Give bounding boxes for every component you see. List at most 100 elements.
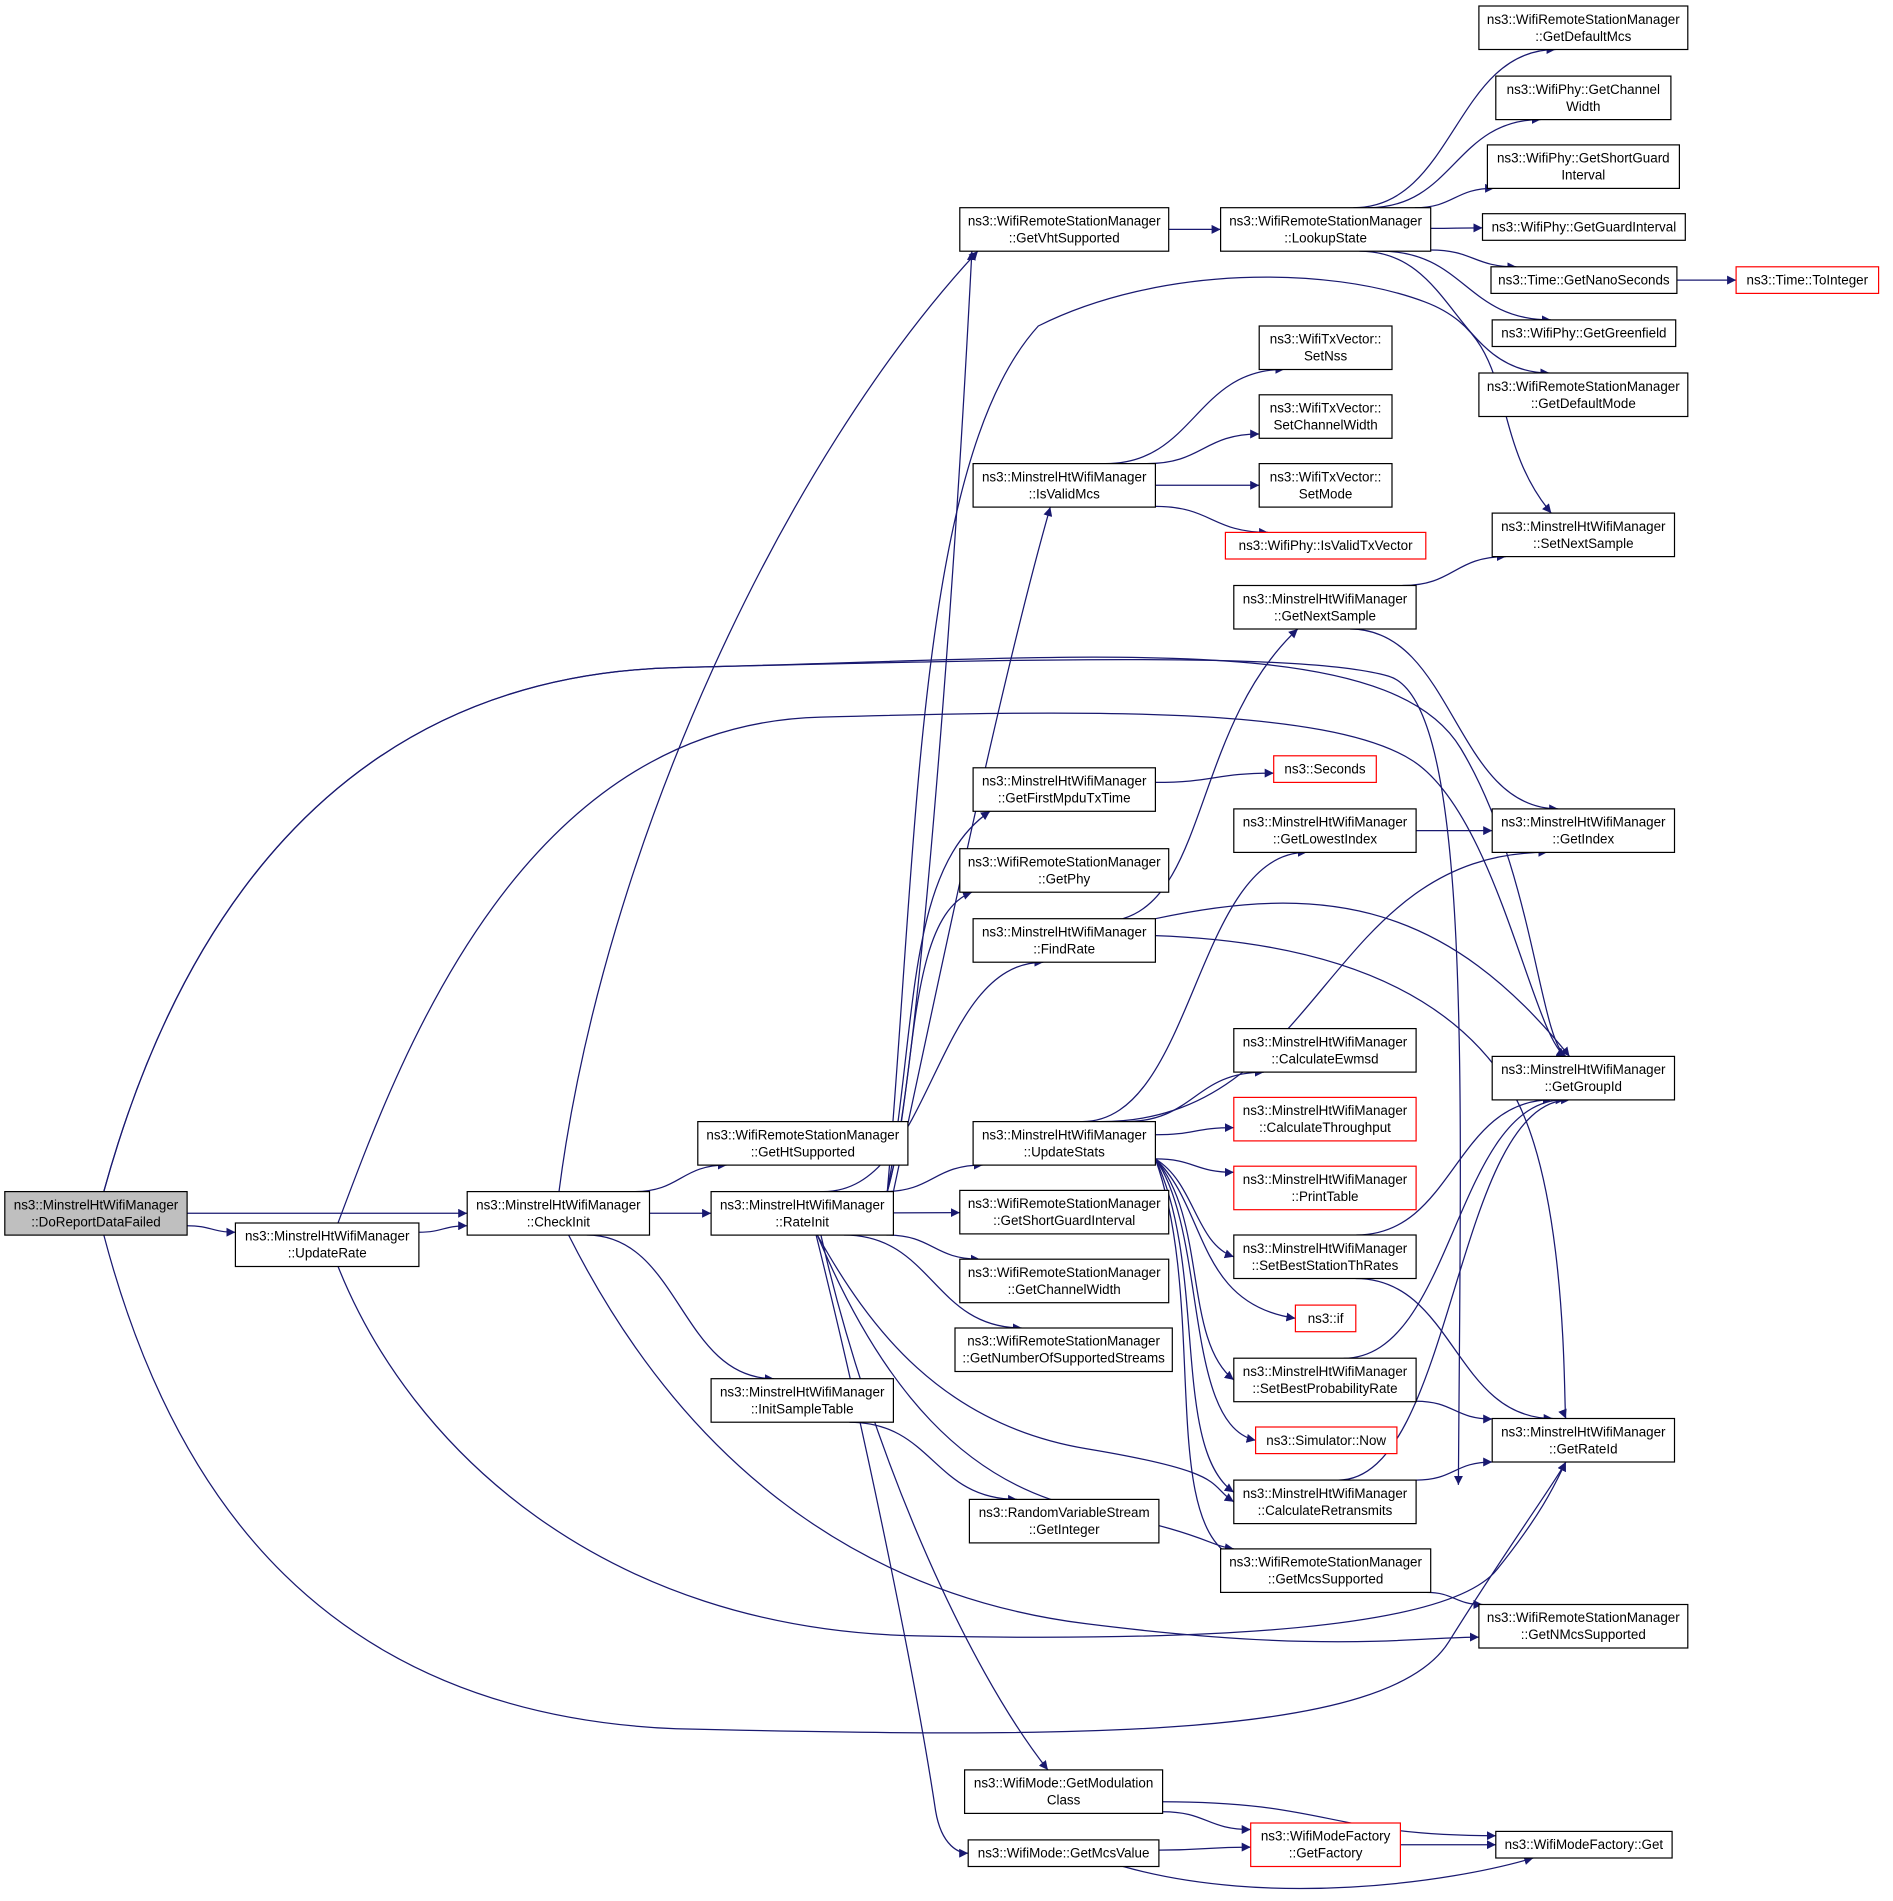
node-box[interactable] (1495, 75, 1672, 121)
node-box[interactable] (972, 1120, 1156, 1166)
node-box[interactable] (1478, 1603, 1689, 1649)
node-factget[interactable]: ns3::WifiModeFactory::Get (1495, 1830, 1673, 1859)
node-setmode[interactable]: ns3::WifiTxVector::SetMode (1258, 463, 1393, 508)
node-firstmpdu[interactable]: ns3::MinstrelHtWifiManager::GetFirstMpdu… (972, 767, 1156, 812)
node-checkinit[interactable]: ns3::MinstrelHtWifiManager::CheckInit (466, 1190, 651, 1236)
node-box[interactable] (1258, 325, 1393, 371)
node-box[interactable] (959, 207, 1170, 252)
node-box[interactable] (1478, 372, 1689, 418)
node-nsif[interactable]: ns3::if (1294, 1304, 1357, 1333)
node-printtable[interactable]: ns3::MinstrelHtWifiManager::PrintTable (1233, 1165, 1417, 1211)
node-box[interactable] (1481, 213, 1686, 241)
node-box[interactable] (1233, 1027, 1417, 1073)
node-box[interactable] (1490, 266, 1678, 294)
node-box[interactable] (234, 1222, 420, 1268)
node-box[interactable] (1219, 1548, 1432, 1594)
node-isvalidtx[interactable]: ns3::WifiPhy::IsValidTxVector (1224, 531, 1427, 560)
node-box[interactable] (972, 918, 1156, 963)
node-setbestth[interactable]: ns3::MinstrelHtWifiManager::SetBestStati… (1233, 1234, 1417, 1280)
node-nmcssup[interactable]: ns3::WifiRemoteStationManager::GetNMcsSu… (1478, 1603, 1689, 1649)
node-box[interactable] (1491, 1417, 1676, 1463)
node-box[interactable] (4, 1190, 188, 1236)
node-box[interactable] (1219, 207, 1432, 252)
node-updstats[interactable]: ns3::MinstrelHtWifiManager::UpdateStats (972, 1120, 1156, 1166)
node-sgi[interactable]: ns3::WifiPhy::GetShortGuardInterval (1486, 144, 1681, 189)
node-getindex[interactable]: ns3::MinstrelHtWifiManager::GetIndex (1491, 808, 1676, 854)
node-getsgi[interactable]: ns3::WifiRemoteStationManager::GetShortG… (959, 1189, 1170, 1235)
node-box[interactable] (967, 1839, 1160, 1868)
node-box[interactable] (1250, 1822, 1401, 1868)
node-lowest[interactable]: ns3::MinstrelHtWifiManager::GetLowestInd… (1233, 808, 1417, 854)
node-box[interactable] (1491, 319, 1677, 348)
node-box[interactable] (1495, 1830, 1673, 1859)
node-box[interactable] (1491, 1055, 1676, 1101)
node-setnext[interactable]: ns3::MinstrelHtWifiManager::SetNextSampl… (1491, 512, 1676, 558)
node-ewmsd[interactable]: ns3::MinstrelHtWifiManager::CalculateEwm… (1233, 1027, 1417, 1073)
node-rateinit[interactable]: ns3::MinstrelHtWifiManager::RateInit (710, 1190, 894, 1236)
node-gi[interactable]: ns3::WifiPhy::GetGuardInterval (1481, 213, 1686, 241)
node-box[interactable] (1486, 144, 1681, 189)
node-box[interactable] (954, 1327, 1173, 1373)
node-box[interactable] (1273, 755, 1377, 783)
node-rvsint[interactable]: ns3::RandomVariableStream::GetInteger (968, 1498, 1160, 1544)
node-getphy[interactable]: ns3::WifiRemoteStationManager::GetPhy (959, 848, 1170, 893)
node-setcw[interactable]: ns3::WifiTxVector::SetChannelWidth (1258, 394, 1393, 439)
node-box[interactable] (710, 1378, 894, 1423)
node-box[interactable] (1478, 5, 1689, 51)
node-htsup[interactable]: ns3::WifiRemoteStationManager::GetHtSupp… (697, 1120, 909, 1166)
node-getcw[interactable]: ns3::WifiRemoteStationManager::GetChanne… (959, 1258, 1170, 1304)
node-box[interactable] (959, 848, 1170, 893)
node-box[interactable] (959, 1189, 1170, 1235)
node-box[interactable] (1233, 808, 1417, 854)
node-nanosec[interactable]: ns3::Time::GetNanoSeconds (1490, 266, 1678, 294)
node-box[interactable] (697, 1120, 909, 1166)
node-getnext[interactable]: ns3::MinstrelHtWifiManager::GetNextSampl… (1233, 584, 1417, 630)
node-box[interactable] (968, 1498, 1160, 1544)
node-box[interactable] (1233, 1479, 1417, 1525)
node-box[interactable] (963, 1769, 1164, 1815)
node-initsample[interactable]: ns3::MinstrelHtWifiManager::InitSampleTa… (710, 1378, 894, 1423)
node-mcsvalue[interactable]: ns3::WifiMode::GetMcsValue (967, 1839, 1160, 1868)
node-mcssup[interactable]: ns3::WifiRemoteStationManager::GetMcsSup… (1219, 1548, 1432, 1594)
node-box[interactable] (1233, 1165, 1417, 1211)
node-toint[interactable]: ns3::Time::ToInteger (1735, 266, 1880, 294)
node-box[interactable] (1233, 584, 1417, 630)
node-defmcs[interactable]: ns3::WifiRemoteStationManager::GetDefaul… (1478, 5, 1689, 51)
node-getnss[interactable]: ns3::WifiRemoteStationManager::GetNumber… (954, 1327, 1173, 1373)
node-box[interactable] (972, 463, 1156, 508)
node-box[interactable] (1233, 1234, 1417, 1280)
node-vhtsup[interactable]: ns3::WifiRemoteStationManager::GetVhtSup… (959, 207, 1170, 252)
node-box[interactable] (710, 1190, 894, 1236)
node-factory[interactable]: ns3::WifiModeFactory::GetFactory (1250, 1822, 1401, 1868)
node-setnss[interactable]: ns3::WifiTxVector::SetNss (1258, 325, 1393, 371)
node-setbestprob[interactable]: ns3::MinstrelHtWifiManager::SetBestProba… (1233, 1357, 1417, 1403)
node-box[interactable] (466, 1190, 651, 1236)
node-box[interactable] (1258, 463, 1393, 508)
node-box[interactable] (1491, 808, 1676, 854)
node-calcretx[interactable]: ns3::MinstrelHtWifiManager::CalculateRet… (1233, 1479, 1417, 1525)
node-groupid[interactable]: ns3::MinstrelHtWifiManager::GetGroupId (1491, 1055, 1676, 1101)
node-box[interactable] (1254, 1426, 1398, 1455)
node-box[interactable] (972, 767, 1156, 812)
node-lookup[interactable]: ns3::WifiRemoteStationManager::LookupSta… (1219, 207, 1432, 252)
node-box[interactable] (1258, 394, 1393, 439)
node-box[interactable] (1233, 1096, 1417, 1142)
node-box[interactable] (1224, 531, 1427, 560)
node-box[interactable] (1735, 266, 1880, 294)
node-calcthr[interactable]: ns3::MinstrelHtWifiManager::CalculateThr… (1233, 1096, 1417, 1142)
node-isvalidmcs[interactable]: ns3::MinstrelHtWifiManager::IsValidMcs (972, 463, 1156, 508)
node-box[interactable] (1294, 1304, 1357, 1333)
node-chwidth[interactable]: ns3::WifiPhy::GetChannelWidth (1495, 75, 1672, 121)
node-defmode[interactable]: ns3::WifiRemoteStationManager::GetDefaul… (1478, 372, 1689, 418)
node-uprate[interactable]: ns3::MinstrelHtWifiManager::UpdateRate (234, 1222, 420, 1268)
node-dofail[interactable]: ns3::MinstrelHtWifiManager::DoReportData… (4, 1190, 188, 1236)
node-simnow[interactable]: ns3::Simulator::Now (1254, 1426, 1398, 1455)
node-rateid[interactable]: ns3::MinstrelHtWifiManager::GetRateId (1491, 1417, 1676, 1463)
node-box[interactable] (1491, 512, 1676, 558)
node-seconds[interactable]: ns3::Seconds (1273, 755, 1377, 783)
node-box[interactable] (959, 1258, 1170, 1304)
node-green[interactable]: ns3::WifiPhy::GetGreenfield (1491, 319, 1677, 348)
node-findrate[interactable]: ns3::MinstrelHtWifiManager::FindRate (972, 918, 1156, 963)
node-box[interactable] (1233, 1357, 1417, 1403)
